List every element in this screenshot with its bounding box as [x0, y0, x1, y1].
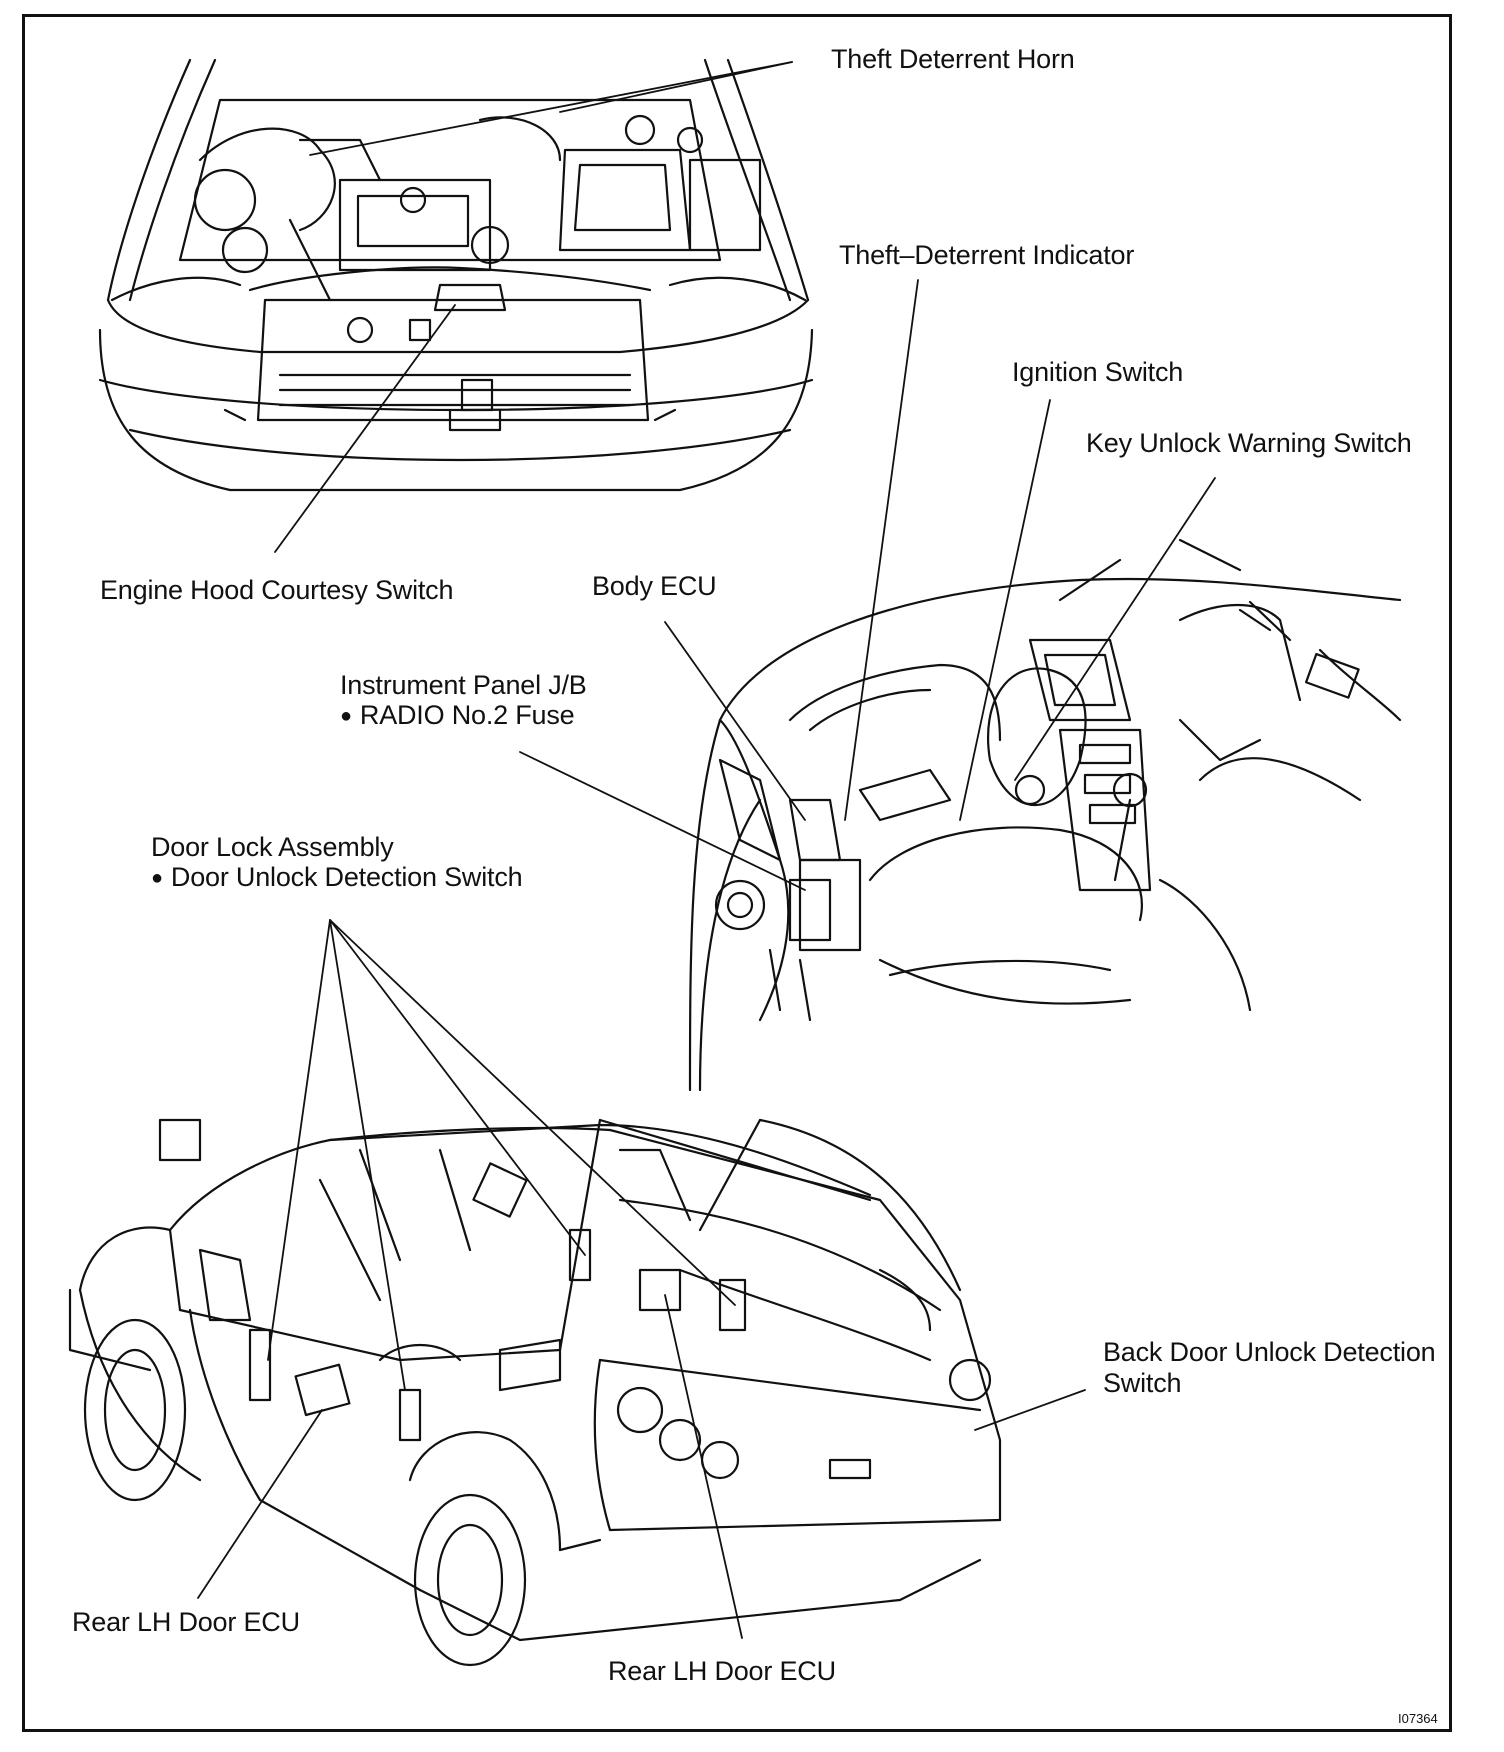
label-door-lock-assembly: Door Lock Assembly [151, 832, 394, 862]
leader-theft-deterrent-horn-2 [559, 61, 793, 113]
vehicle-body-illustration [68, 1118, 1002, 1667]
leader-body-ecu [664, 621, 806, 821]
leader-ignition-switch [959, 399, 1051, 821]
diagram-frame [22, 14, 1452, 1732]
leader-door-lock-3 [329, 919, 586, 1256]
leader-door-lock-1 [267, 919, 331, 1361]
label-body-ecu: Body ECU [592, 571, 717, 601]
label-theft-deterrent-horn: Theft Deterrent Horn [831, 44, 1075, 74]
label-door-unlock-detection-switch: Door Unlock Detection Switch [151, 861, 523, 895]
figure-id: I07364 [1398, 1711, 1438, 1726]
dashboard-illustration [688, 538, 1402, 1092]
leader-key-unlock-warning-switch [1014, 477, 1216, 781]
label-key-unlock-warning-switch: Key Unlock Warning Switch [1086, 428, 1412, 458]
leader-instrument-panel-jb [519, 751, 806, 891]
leader-rear-lh-door-ecu-bottom [664, 1294, 743, 1639]
leader-engine-hood-courtesy-switch [274, 304, 456, 553]
leader-theft-deterrent-horn [309, 61, 793, 156]
label-engine-hood-courtesy-switch: Engine Hood Courtesy Switch [100, 575, 454, 605]
leader-lines [197, 61, 1216, 1639]
leader-back-door-unlock-detection-switch [974, 1389, 1086, 1431]
leader-door-lock-2 [329, 919, 406, 1391]
leader-theft-deterrent-indicator [844, 279, 919, 821]
label-instrument-panel-jb: Instrument Panel J/B [340, 670, 587, 700]
engine-bay-illustration [98, 58, 814, 492]
label-back-door-unlock-detection-switch-line2: Switch [1103, 1368, 1182, 1398]
leader-rear-lh-door-ecu-left [197, 1409, 323, 1599]
leader-door-lock-4 [329, 919, 736, 1306]
label-theft-deterrent-indicator: Theft–Deterrent Indicator [839, 240, 1135, 270]
label-back-door-unlock-detection-switch: Back Door Unlock Detection [1103, 1337, 1436, 1367]
label-ignition-switch: Ignition Switch [1012, 357, 1184, 387]
label-rear-lh-door-ecu-bottom: Rear LH Door ECU [608, 1656, 836, 1686]
label-rear-lh-door-ecu-left: Rear LH Door ECU [72, 1607, 300, 1637]
label-radio-no2-fuse: RADIO No.2 Fuse [340, 699, 575, 733]
